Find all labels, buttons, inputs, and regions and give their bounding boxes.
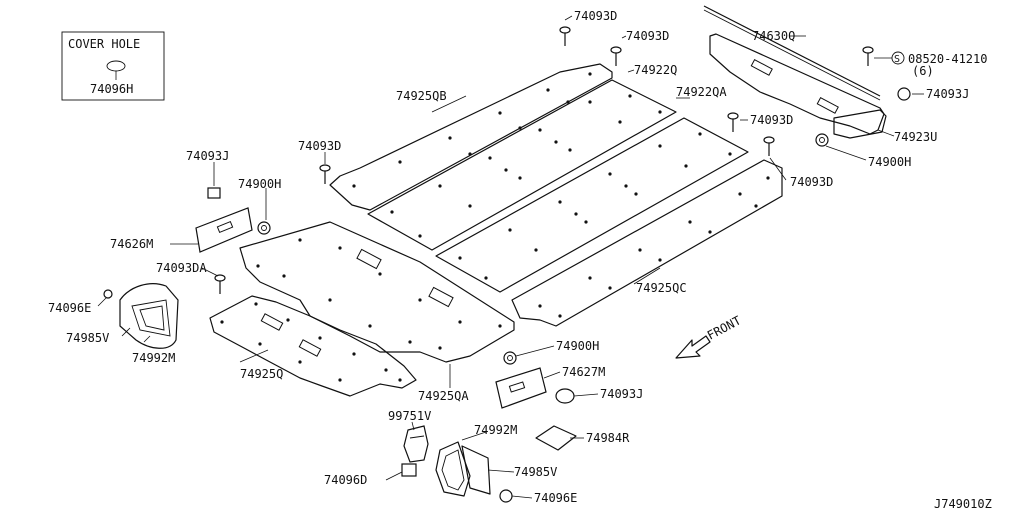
label-99751V: 99751V [388,409,431,423]
screw-icon [214,26,874,294]
label-74900H: 74900H [868,155,911,169]
access-slot [356,248,382,270]
floor-board-74925Q[interactable] [209,295,417,397]
panel-74925QC[interactable] [511,159,783,327]
label-74627M: 74627M [562,365,605,379]
label-74922Q: 74922Q [634,63,677,77]
label-74093D: 74093D [574,9,617,23]
label-74900H: 74900H [238,177,281,191]
pad-74984R[interactable] [535,425,577,451]
floor-board-74925QA[interactable] [239,221,515,363]
label-74992M: 74992M [474,423,517,437]
label-quantity: (6) [912,64,934,78]
label-74925QC: 74925QC [636,281,687,295]
label-74093D: 74093D [750,113,793,127]
label-74096E: 74096E [534,491,577,505]
legend-frame [61,31,165,101]
label-74093J: 74093J [600,387,643,401]
panel-74925QB[interactable] [329,63,613,211]
access-slot [428,286,454,308]
label-74925Q: 74925Q [240,367,283,381]
legend-part-number: 74096H [90,82,133,96]
label-74923U: 74923U [894,130,937,144]
label-08520-41210: 08520-41210 [908,52,987,66]
label-74093D: 74093D [790,175,833,189]
label-74984R: 74984R [586,431,630,445]
label-74093D: 74093D [626,29,669,43]
legend-title: COVER HOLE [68,37,140,51]
label-74096D: 74096D [324,473,367,487]
label-74630Q: 74630Q [752,29,795,43]
label-74093J: 74093J [926,87,969,101]
leader-lines [97,15,924,499]
label-74900H: 74900H [556,339,599,353]
bracket-74992M-bottom[interactable] [435,441,491,497]
label-74985V: 74985V [514,465,557,479]
label-74985V: 74985V [66,331,109,345]
part-labels: 74093D 74093D 74922Q 74630Q S 08520-4121… [48,9,992,511]
label-74093D: 74093D [298,139,341,153]
bracket-74626M[interactable] [195,207,253,253]
front-label: FRONT [705,313,743,342]
standard-part-icon [891,51,905,65]
label-74626M: 74626M [110,237,153,251]
bracket-74992M-left[interactable] [119,283,179,349]
clip-99751V[interactable] [403,425,429,463]
drawing-number: J749010Z [934,497,992,511]
label-74093DA: 74093DA [156,261,207,275]
label-74992M: 74992M [132,351,175,365]
label-74096E: 74096E [48,301,91,315]
panel-74922QA[interactable] [435,117,749,293]
label-74922QA: 74922QA [676,85,727,99]
label-74925QB: 74925QB [396,89,447,103]
label-74925QA: 74925QA [418,389,469,403]
bracket-74627M[interactable] [495,367,547,409]
cover-hole-plug-icon [106,60,126,72]
rear-trim-74630Q[interactable] [703,5,885,135]
front-direction-arrow: FRONT [675,313,743,359]
panel-74922Q[interactable] [367,79,677,251]
label-74093J: 74093J [186,149,229,163]
clip-icon [103,87,911,503]
standard-part-mark: S [894,54,900,65]
trim-74923U[interactable] [833,109,887,139]
cover-hole-legend: COVER HOLE 74096H [61,31,165,101]
